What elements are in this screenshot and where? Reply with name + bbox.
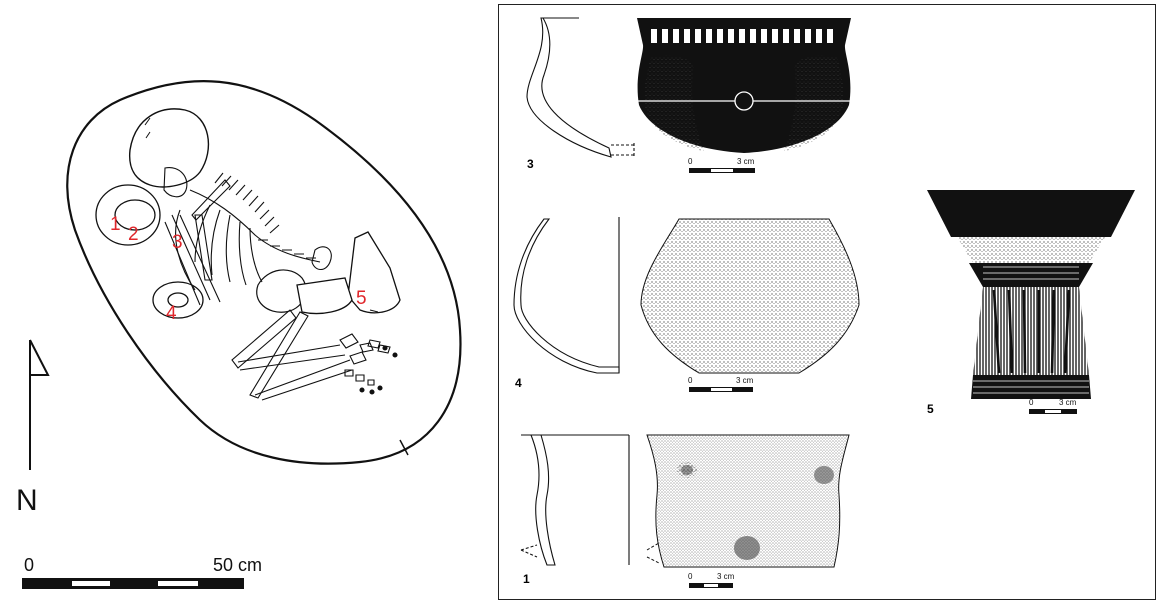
leg-bones xyxy=(231,309,398,401)
vessel-4-number: 4 xyxy=(515,376,522,390)
grave-plan: 1 2 3 4 5 xyxy=(22,80,462,589)
vessel-3-number: 3 xyxy=(527,157,534,171)
vessel-1-exterior xyxy=(646,434,850,568)
vessel-4-exterior xyxy=(640,218,860,374)
arm-bones xyxy=(191,179,231,281)
vessel-3-profile xyxy=(526,17,635,158)
vessel-4-scale-bar xyxy=(689,387,753,392)
vessel-4-profile xyxy=(513,217,620,374)
vessel-4-scale-end: 3 cm xyxy=(736,376,754,385)
grave-scale-end: 50 cm xyxy=(213,555,263,575)
vessel-3-scale-bar xyxy=(689,168,755,173)
north-arrow xyxy=(29,339,50,470)
find-3-label: 3 xyxy=(172,232,183,253)
vessel-drawings-panel: 3 4 xyxy=(498,4,1156,600)
vessel-3-scale-end: 3 cm xyxy=(737,157,755,166)
vessel-1-scale-bar xyxy=(689,583,733,588)
vessel-5-scale-end: 3 cm xyxy=(1059,398,1077,407)
vessel-1-profile xyxy=(520,434,630,566)
grave-outline xyxy=(66,80,462,465)
grave-scale-bar xyxy=(22,578,244,589)
vessel-3-exterior xyxy=(637,18,851,153)
vessel-1-scale-start: 0 xyxy=(688,572,693,581)
find-vessel-5 xyxy=(296,231,401,315)
find-5-label: 5 xyxy=(356,288,367,309)
vessel-1-scale-end: 3 cm xyxy=(717,572,735,581)
vessel-1-number: 1 xyxy=(523,572,530,586)
ribs xyxy=(164,204,263,306)
vessel-5-scale-bar xyxy=(1029,409,1077,414)
vessel-drawings: 3 4 xyxy=(513,17,1135,588)
find-1-label: 1 xyxy=(110,214,121,235)
find-vessel-4 xyxy=(152,281,204,319)
find-4-label: 4 xyxy=(166,303,177,324)
vessel-5-scale-start: 0 xyxy=(1029,398,1034,407)
spine xyxy=(189,172,321,263)
vessel-5-number: 5 xyxy=(927,402,934,416)
vessel-5-drawing xyxy=(927,190,1135,399)
find-vessel-1-2 xyxy=(95,184,161,246)
vessel-4-scale-start: 0 xyxy=(688,376,693,385)
grave-scale-start: 0 xyxy=(24,555,35,575)
skull xyxy=(128,108,210,188)
find-2-label: 2 xyxy=(128,224,139,245)
north-label: N xyxy=(16,484,38,517)
vessel-3-scale-start: 0 xyxy=(688,157,693,166)
